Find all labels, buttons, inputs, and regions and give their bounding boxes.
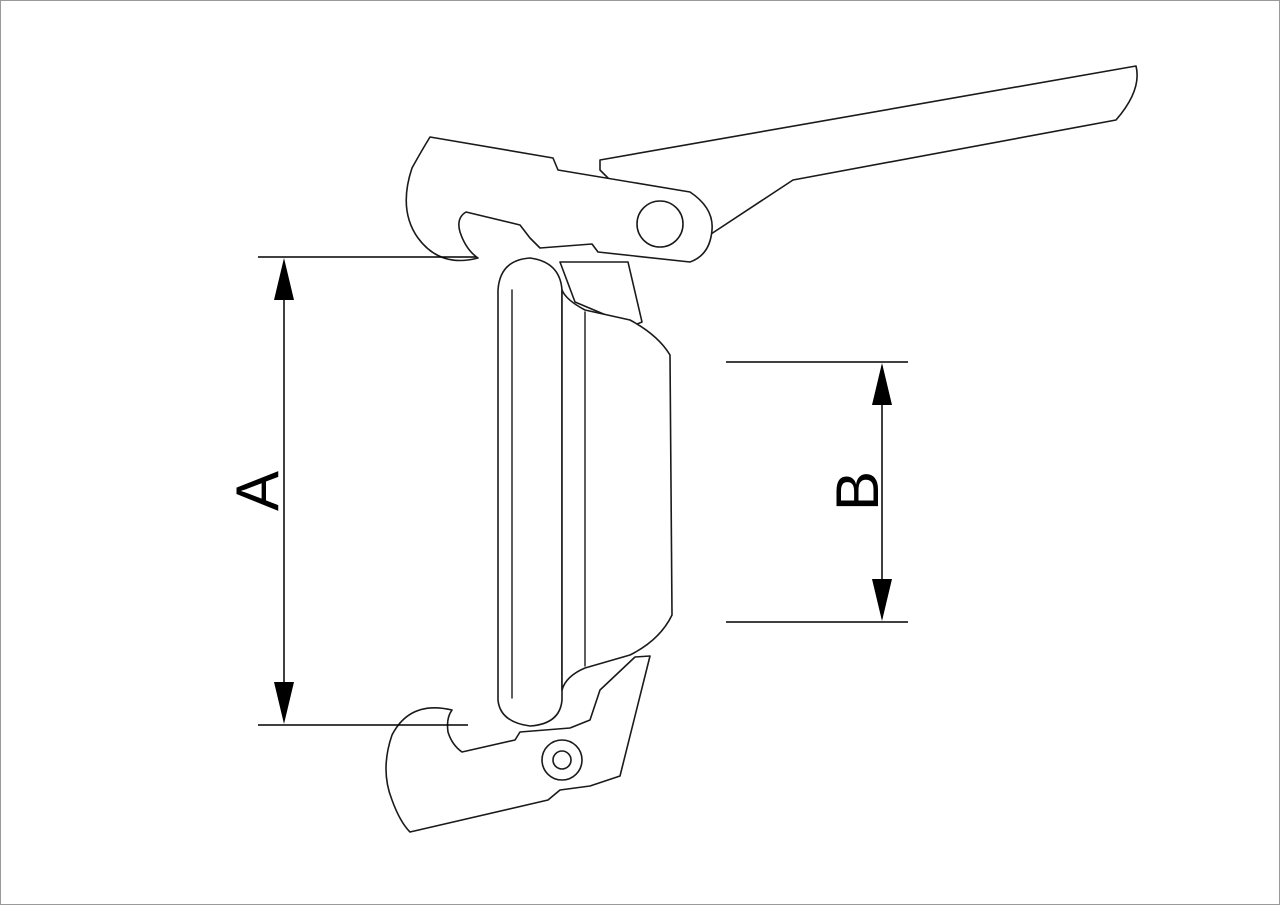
dimension-a: A (224, 256, 476, 726)
coupler-flange (497, 257, 563, 727)
dim-b-arrow-top (872, 363, 892, 405)
dim-a-arrow-top (274, 258, 294, 300)
dim-a-arrow-bottom (274, 682, 294, 724)
dim-a-label: A (224, 471, 291, 511)
lower-pivot-pin-inner (552, 750, 572, 770)
dimension-b: B (726, 361, 908, 623)
lower-cam-arm (385, 655, 651, 833)
dim-b-label: B (824, 471, 891, 511)
upper-pivot-pin (636, 200, 684, 248)
dim-b-arrow-bottom (872, 579, 892, 621)
coupler-nose (561, 289, 673, 691)
upper-cam-arm (405, 136, 713, 263)
